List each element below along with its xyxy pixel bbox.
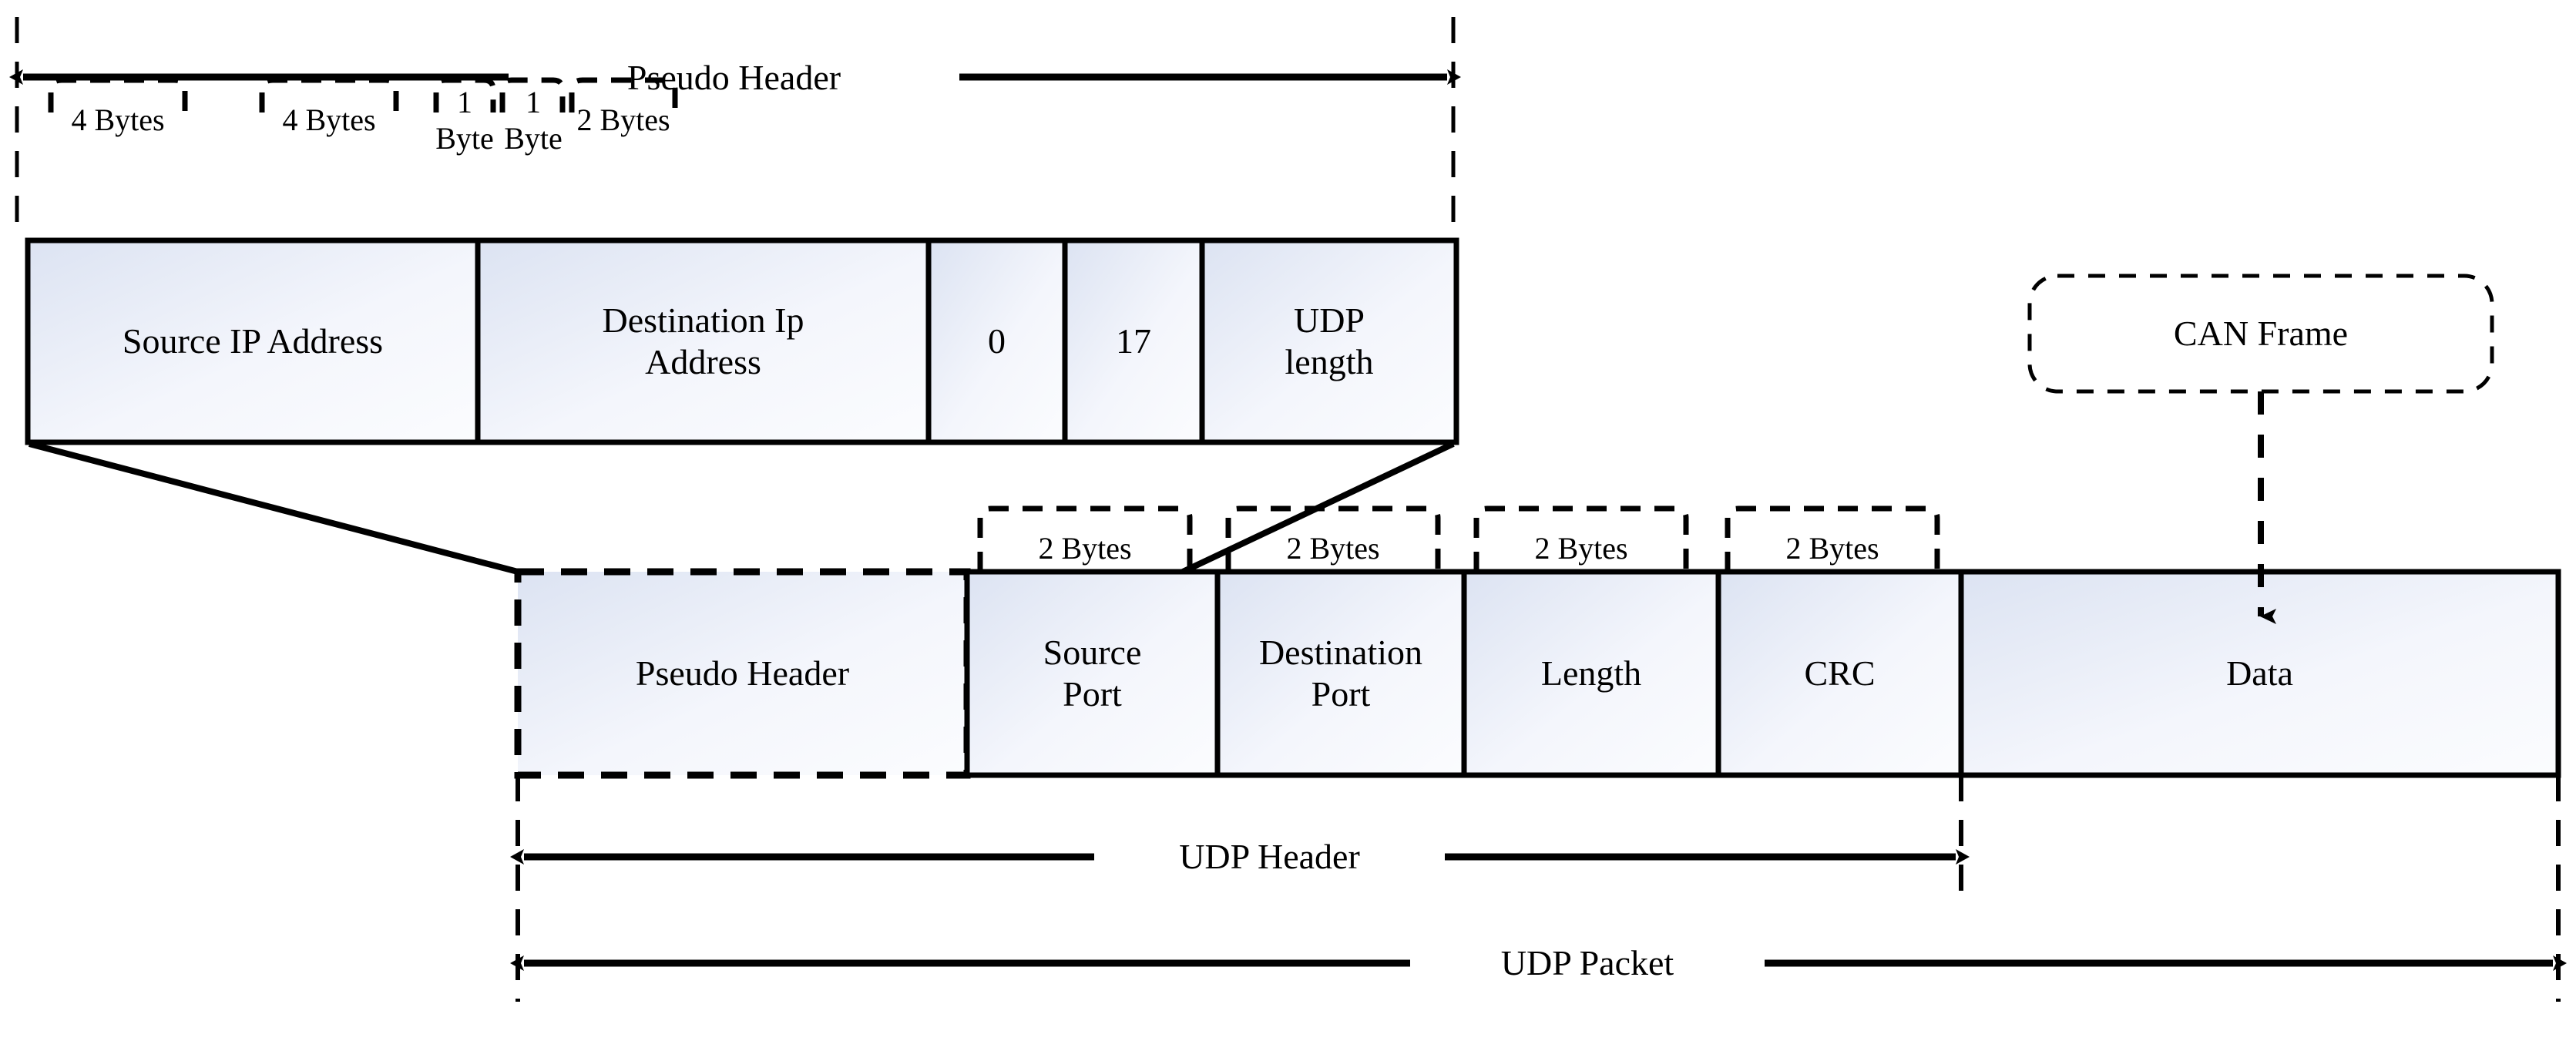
size-bracket-4bytes-a [48,77,188,112]
connector-left [28,441,519,575]
size-bracket-source-port [977,505,1193,572]
field-box-data [1958,569,2561,778]
size-brackets-bottom [977,505,1940,572]
udp-packet-field-boxes [514,568,2561,779]
pseudo-header-field-boxes [25,237,1459,445]
field-box-zero [925,237,1068,445]
field-box-length [1461,569,1721,778]
can-frame-callout [2027,274,2494,624]
can-frame-box [2027,274,2494,394]
pseudo-header-extent-guides [15,17,1456,223]
field-box-udp-length [1199,237,1459,445]
field-box-source-port [964,569,1221,778]
field-box-crc [1715,569,1964,778]
size-bracket-length [1473,505,1689,572]
size-bracket-4bytes-b [259,77,399,112]
size-bracket-2bytes-a [569,77,678,112]
field-box-protocol-17 [1062,237,1205,445]
field-box-destination-ip [475,237,932,445]
size-bracket-1byte-a [433,77,496,112]
size-bracket-1byte-b [499,77,566,112]
size-bracket-destination-port [1225,505,1441,572]
udp-span-guides [516,775,2561,1002]
field-box-destination-port [1214,569,1467,778]
field-box-pseudo-header-ref [514,568,971,779]
size-bracket-crc [1725,505,1940,572]
field-box-source-ip [25,237,481,445]
size-brackets-top [48,77,678,112]
